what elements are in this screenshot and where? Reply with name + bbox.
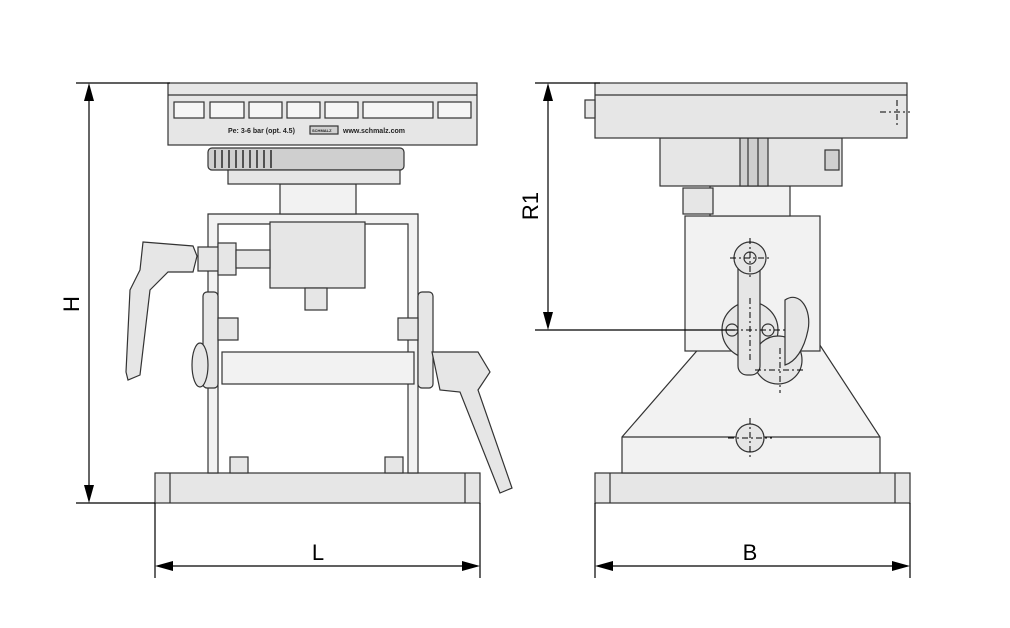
dim-label-H: H xyxy=(59,296,84,312)
front-center-block xyxy=(269,221,366,289)
plate-url-text: www.schmalz.com xyxy=(342,128,405,135)
front-shaft xyxy=(279,183,357,215)
front-base-plate xyxy=(154,472,481,504)
dim-label-R1: R1 xyxy=(518,192,543,220)
front-cross-rod xyxy=(221,351,415,385)
front-right-disc xyxy=(417,291,434,389)
front-right-lever xyxy=(431,351,513,494)
side-top-plate xyxy=(594,82,908,139)
plate-pressure-text: Pe: 3-6 bar (opt. 4.5) xyxy=(228,128,295,135)
front-view: Pe: 3-6 bar (opt. 4.5) SCHMALZ www.schma… xyxy=(125,82,513,504)
dimension-lines: H L R1 B xyxy=(59,82,911,578)
front-gear-ring xyxy=(207,147,405,171)
side-view xyxy=(584,82,911,504)
dim-label-L: L xyxy=(312,540,324,565)
side-base-plate xyxy=(594,472,911,504)
front-left-lever xyxy=(125,241,271,381)
dim-label-B: B xyxy=(743,540,758,565)
plate-brand-text: SCHMALZ xyxy=(312,128,332,133)
